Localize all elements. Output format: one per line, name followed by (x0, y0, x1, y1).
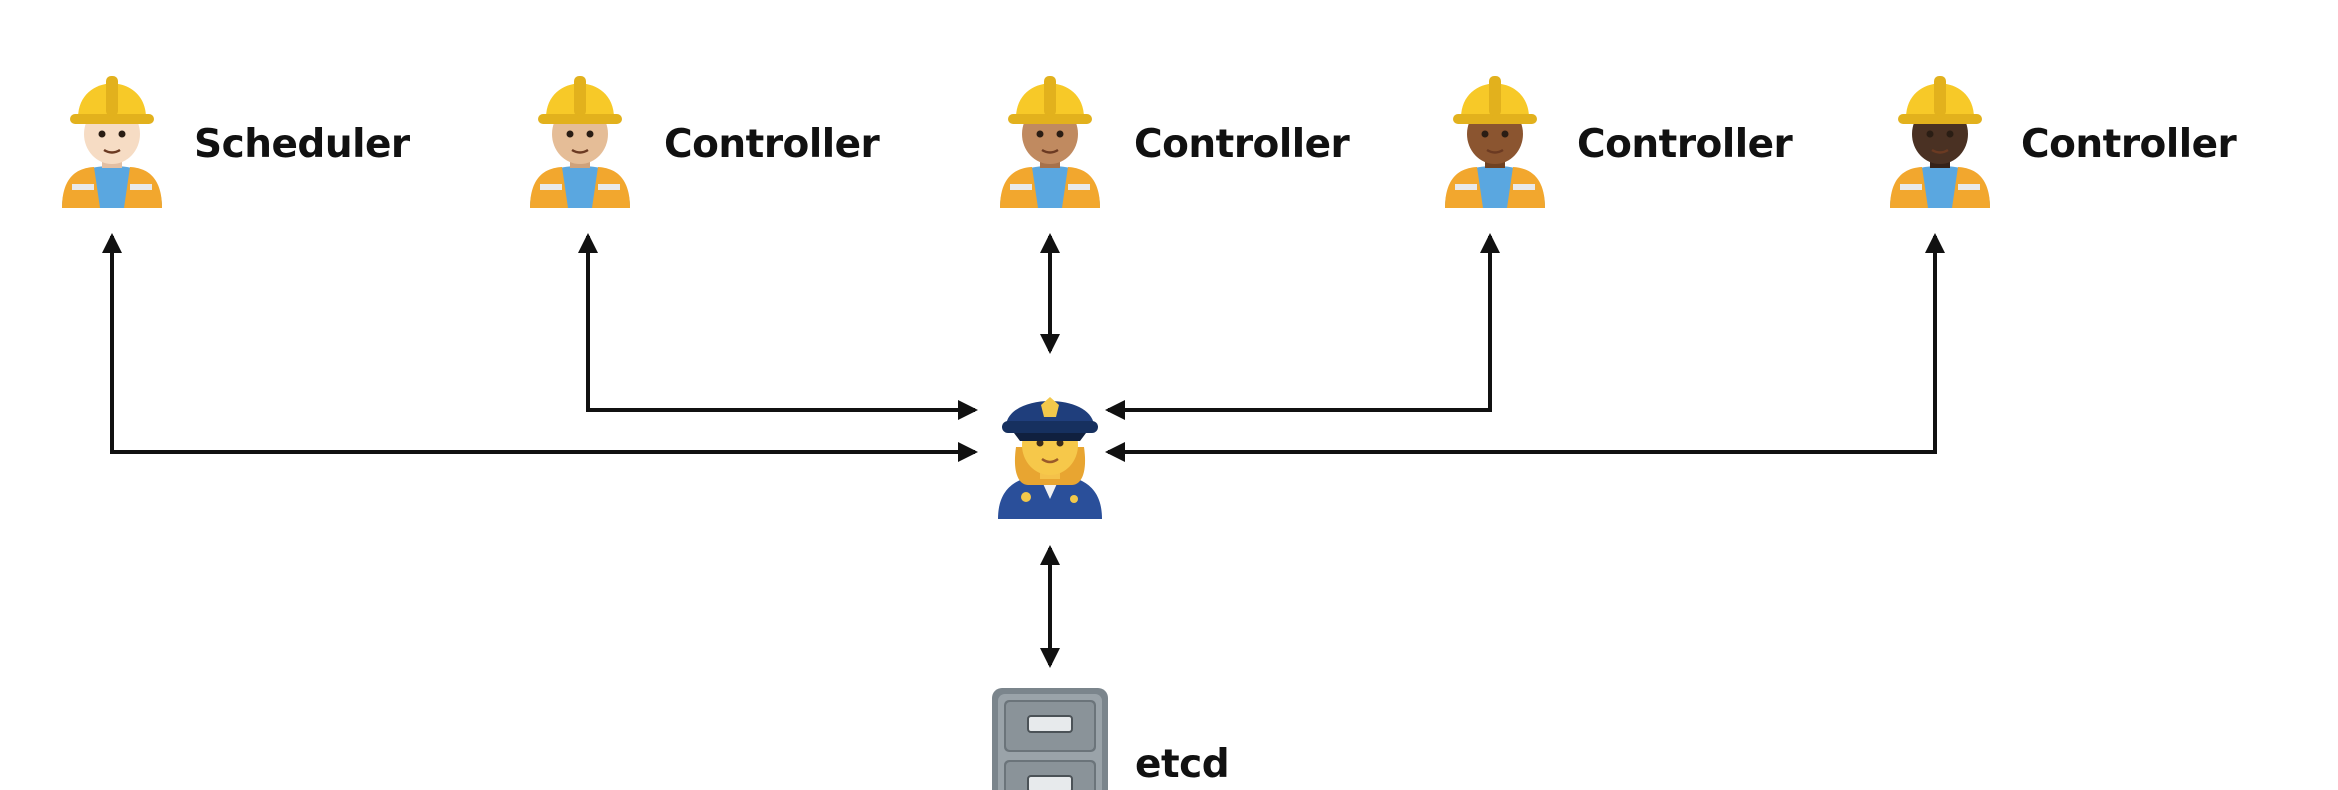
connector-tail-arrows (958, 400, 978, 462)
node-label-scheduler: Scheduler (194, 122, 410, 167)
construction-worker-icon (1445, 76, 1545, 208)
node-label-controller-1: Controller (664, 122, 880, 167)
connector-scheduler (102, 233, 975, 454)
construction-worker-icon (62, 76, 162, 208)
construction-worker-icon (1890, 76, 1990, 208)
file-cabinet-icon (992, 688, 1108, 790)
node-label-etcd: etcd (1135, 742, 1230, 787)
connector-controller-3 (1105, 233, 1500, 420)
connector-controller-4 (1105, 233, 1945, 462)
node-label-controller-2: Controller (1134, 122, 1350, 167)
workers-layer (62, 76, 1990, 208)
police-officer-icon (998, 397, 1102, 519)
construction-worker-icon (1000, 76, 1100, 208)
node-label-controller-3: Controller (1577, 122, 1793, 167)
connectors (102, 233, 1945, 668)
node-label-controller-4: Controller (2021, 122, 2237, 167)
construction-worker-icon (530, 76, 630, 208)
connector-controller-1 (578, 233, 975, 412)
